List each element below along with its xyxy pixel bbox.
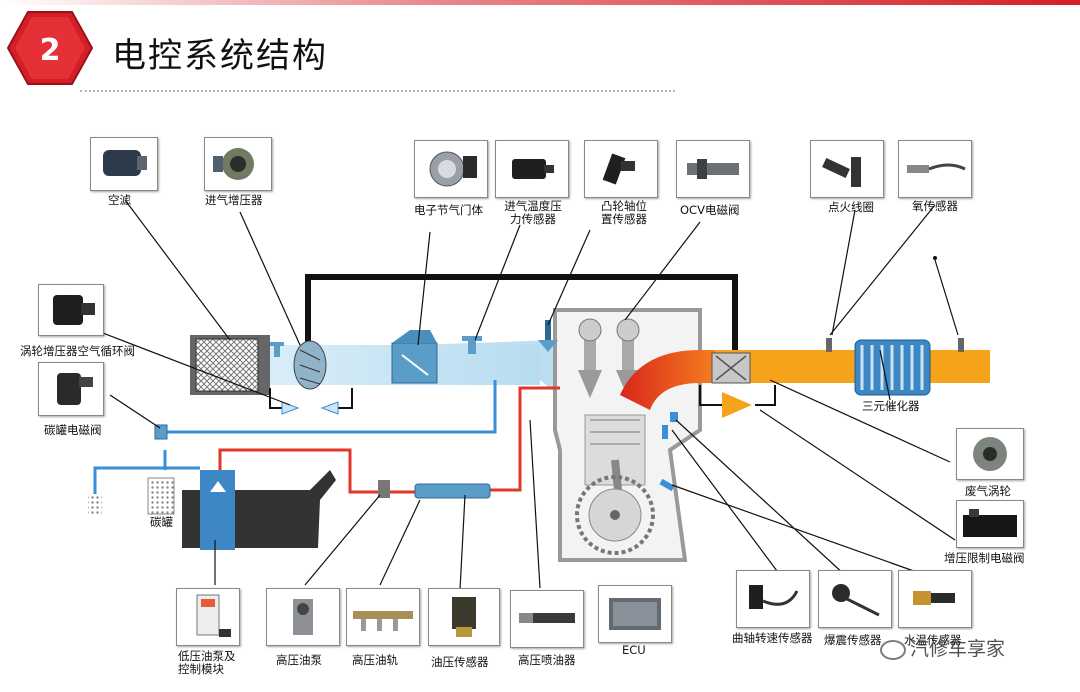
- leader-lines: [94, 199, 959, 591]
- hp-injector-thumbnail: [510, 590, 584, 648]
- hp-rail-thumbnail: [346, 588, 420, 646]
- intercooler-thumbnail: [204, 137, 272, 191]
- turbo-label: 废气涡轮: [965, 484, 1011, 498]
- hp-rail-label: 高压油轨: [352, 653, 398, 667]
- ignition-coil-thumbnail: [810, 140, 884, 198]
- exhaust-manifold: [620, 350, 720, 410]
- throttle-body-shape: [391, 342, 438, 384]
- wastegate-valve-label: 增压限制电磁阀: [944, 551, 1025, 565]
- map-sensor-thumbnail: [495, 140, 569, 198]
- o2-sensor-front: [826, 338, 832, 352]
- rail-shape: [414, 483, 491, 499]
- air-filter-element: [195, 338, 259, 392]
- ocv-valve-thumbnail: [676, 140, 750, 198]
- turbo-thumbnail: [956, 428, 1024, 480]
- coolant-sensor-thumbnail: [898, 570, 972, 628]
- top-accent-bar: [0, 0, 1080, 5]
- compressor-wheel: [293, 340, 327, 390]
- wastegate-loop: [699, 385, 776, 406]
- injector-shape: [538, 320, 558, 352]
- air-filter-thumbnail: [90, 137, 158, 191]
- fuel-sensor-thumbnail: [428, 588, 500, 646]
- canister-valve-thumbnail: [38, 362, 104, 416]
- knock-sensor-thumbnail: [818, 570, 892, 628]
- catalyst-label: 三元催化器: [862, 399, 920, 413]
- hp-pump-shape: [378, 480, 390, 498]
- boost-bypass-line: [305, 274, 738, 365]
- recirc-valve-label: 涡轮增压器空气循环阀: [20, 344, 135, 358]
- knock-sensor-shape: [670, 412, 678, 422]
- intercooler-label: 进气增压器: [205, 193, 263, 207]
- air-filter-label: 空滤: [108, 193, 131, 207]
- ocv-valve-label: OCV电磁阀: [680, 203, 740, 217]
- wechat-icon: [880, 639, 906, 660]
- exhaust-pipe: [715, 350, 990, 383]
- crank-sensor-shape: [659, 478, 675, 492]
- canister-label: 碳罐: [150, 515, 173, 529]
- intake-temp-sensor: [270, 342, 284, 357]
- crank-sensor-thumbnail: [736, 570, 810, 628]
- coolant-sensor-label: 水温传感器: [904, 633, 962, 647]
- page-title: 电控系统结构: [112, 36, 328, 76]
- low-pressure-pump-thumbnail: [176, 588, 240, 646]
- map-sensor-shape: [462, 336, 482, 354]
- high-pressure-fuel-line: [490, 386, 560, 492]
- crank-sensor-label: 曲轴转速传感器: [732, 631, 813, 645]
- slide-number: 2: [40, 33, 61, 68]
- recirc-valve-thumbnail: [38, 284, 104, 336]
- oxygen-sensor-thumbnail: [898, 140, 972, 198]
- ecu-thumbnail: [598, 585, 672, 643]
- canister-valve-label: 碳罐电磁阀: [44, 423, 102, 437]
- hp-pump-thumbnail: [266, 588, 340, 646]
- cam-sensor-label: 凸轮轴位置传感器: [601, 199, 647, 226]
- low-pressure-fuel-line: [218, 448, 415, 494]
- canister-vapor-line: [165, 380, 497, 434]
- watermark: 汽修车享家: [880, 634, 1005, 661]
- hp-pump-label: 高压油泵: [276, 653, 322, 667]
- oxygen-sensor-label: 氧传感器: [912, 199, 958, 213]
- engine-block: [553, 308, 702, 562]
- canister-shape: [147, 477, 175, 515]
- slide-number-badge: 2: [6, 11, 94, 85]
- low-pressure-pump-label: 低压油泵及控制模块: [178, 649, 236, 676]
- coolant-sensor-shape: [662, 425, 668, 439]
- throttle-label: 电子节气门体: [414, 203, 483, 217]
- title-divider: [80, 90, 675, 92]
- wastegate-valve-thumbnail: [956, 500, 1024, 548]
- map-sensor-label: 进气温度压力传感器: [504, 199, 562, 226]
- purge-valve-shape: [154, 424, 168, 440]
- ignition-coil-label: 点火线圈: [828, 200, 874, 214]
- cam-sensor-thumbnail: [584, 140, 658, 198]
- hp-injector-label: 高压喷油器: [518, 653, 576, 667]
- ecu-label: ECU: [622, 643, 646, 657]
- knock-sensor-label: 爆震传感器: [824, 633, 882, 647]
- throttle-thumbnail: [414, 140, 488, 198]
- o2-sensor-rear: [958, 338, 964, 352]
- fuel-sensor-label: 油压传感器: [431, 655, 489, 669]
